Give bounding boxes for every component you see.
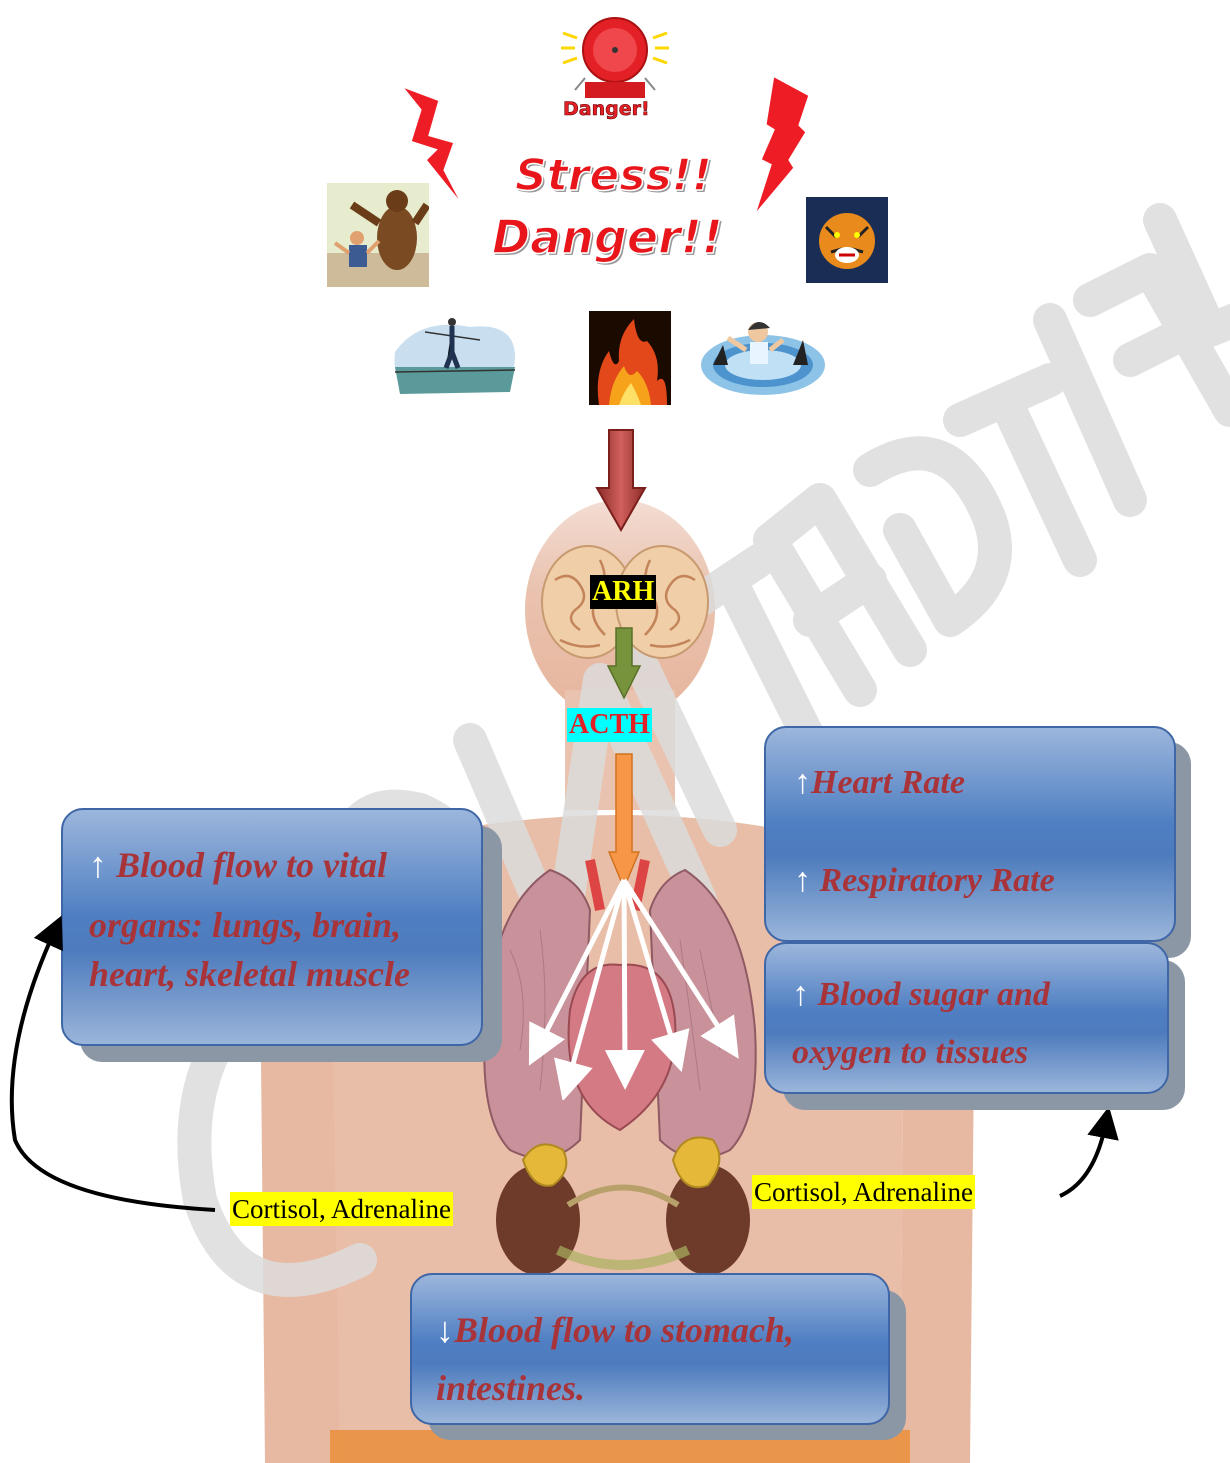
- heart-rate-line: ↑Heart Rate: [794, 764, 965, 802]
- sugar-line1: ↑ Blood sugar and: [792, 976, 1050, 1014]
- sugar-line2: oxygen to tissues: [792, 1034, 1028, 1072]
- up-arrow-icon: ↑: [792, 976, 809, 1013]
- heart-rate-box: ↑Heart Rate ↑ Respiratory Rate: [764, 726, 1176, 942]
- cortisol-label-left: Cortisol, Adrenaline: [230, 1192, 453, 1226]
- down-arrow-icon: ↓: [436, 1310, 454, 1350]
- stomach-line2: intestines.: [436, 1367, 585, 1409]
- shark-swimmer-icon: [698, 310, 828, 398]
- blood-sugar-box: ↑ Blood sugar and oxygen to tissues: [764, 942, 1169, 1094]
- up-arrow-icon: ↑: [794, 862, 811, 899]
- acth-label: ACTH: [567, 708, 652, 742]
- bell-danger-label: Danger!: [563, 98, 650, 120]
- up-arrow-icon: ↑: [89, 845, 107, 885]
- tightrope-icon: [390, 312, 520, 398]
- curved-arrow-left: [0, 900, 240, 1230]
- cortisol-label-right: Cortisol, Adrenaline: [752, 1175, 975, 1209]
- vital-line1: ↑ Blood flow to vital: [89, 844, 387, 886]
- stomach-box: ↓Blood flow to stomach, intestines.: [410, 1273, 890, 1425]
- kidney-icon: [488, 1130, 758, 1280]
- tiger-icon: [806, 197, 888, 283]
- up-arrow-icon: ↑: [794, 764, 811, 801]
- down-arrow-red: [595, 428, 647, 532]
- blood-flow-arrows: [520, 870, 760, 1100]
- curved-arrow-right: [1050, 1110, 1120, 1205]
- danger-headline: Danger!!: [492, 210, 723, 264]
- down-arrow-green: [606, 626, 642, 700]
- arh-label: ARH: [590, 575, 656, 609]
- fire-icon: [589, 311, 671, 405]
- stress-headline: Stress!!: [515, 150, 712, 201]
- bear-attack-icon: [327, 183, 429, 287]
- respiratory-rate-line: ↑ Respiratory Rate: [794, 862, 1055, 900]
- lightning-icon: [745, 70, 815, 220]
- stomach-line1: ↓Blood flow to stomach,: [436, 1309, 794, 1351]
